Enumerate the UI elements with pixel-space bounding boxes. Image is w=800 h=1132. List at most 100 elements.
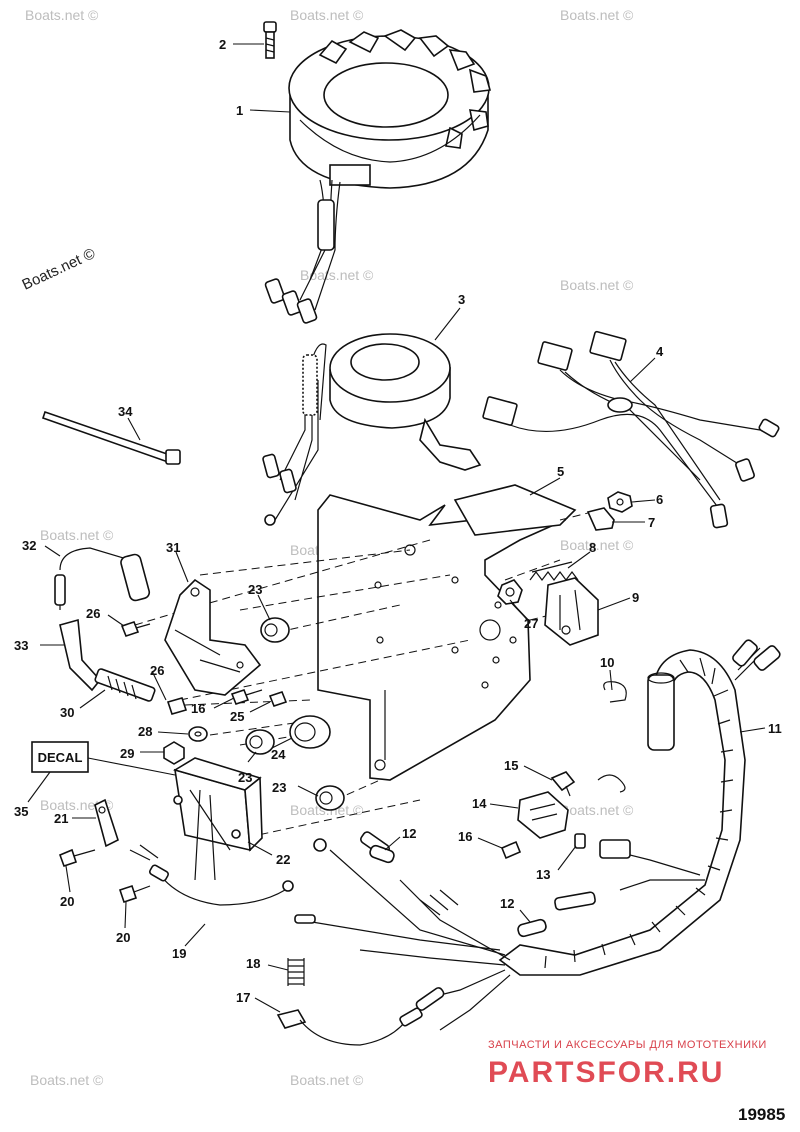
part-screw-16a xyxy=(230,689,263,705)
watermark: Boats.net © xyxy=(560,7,634,23)
part-spark-plug-30 xyxy=(94,668,156,702)
callout-27: 27 xyxy=(524,616,538,631)
callout-14: 14 xyxy=(472,796,487,811)
watermark: Boats.net © xyxy=(30,1072,104,1088)
callout-34: 34 xyxy=(118,404,133,419)
part-plug-lead-32 xyxy=(54,547,151,610)
callout-8: 8 xyxy=(589,540,596,555)
callout-21: 21 xyxy=(54,811,68,826)
watermark: Boats.net © xyxy=(25,7,99,23)
part-screw-20a xyxy=(58,848,96,868)
part-clip-15 xyxy=(550,771,576,797)
callout-29: 29 xyxy=(120,746,134,761)
callout-9: 9 xyxy=(632,590,639,605)
callout-13: 13 xyxy=(536,867,550,882)
watermark: Boats.net © xyxy=(560,802,634,818)
part-coil-bracket-31 xyxy=(164,578,262,696)
callout-16a: 16 xyxy=(191,701,205,716)
callout-35: 35 xyxy=(14,804,28,819)
callout-7: 7 xyxy=(648,515,655,530)
part-sleeve-12a xyxy=(369,844,395,864)
brand-name: PARTSFOR.RU xyxy=(488,1056,724,1089)
part-nut-27 xyxy=(497,579,523,605)
part-ground-lead-19 xyxy=(129,844,294,906)
watermark: Boats.net © xyxy=(290,1072,364,1088)
part-sleeve-12b xyxy=(517,918,547,938)
decal-text: DECAL xyxy=(38,750,83,765)
part-boot-33 xyxy=(59,618,102,692)
watermark: Boats.net © xyxy=(560,537,634,553)
decal-label: DECAL xyxy=(31,741,89,773)
part-connector-14 xyxy=(517,791,569,839)
part-wire-10 xyxy=(597,681,627,793)
part-grommet-23b xyxy=(245,729,275,755)
callout-26a: 26 xyxy=(86,606,100,621)
callout-20b: 20 xyxy=(116,930,130,945)
figure-number: 19985 xyxy=(738,1105,785,1124)
callout-22: 22 xyxy=(276,852,290,867)
part-switch-9 xyxy=(544,577,599,646)
brand-watermark: ЗАПЧАСТИ И АКСЕССУАРЫ ДЛЯ МОТОТЕХНИКИ PA… xyxy=(488,1039,766,1089)
callout-17: 17 xyxy=(236,990,250,1005)
callout-16b: 16 xyxy=(458,829,472,844)
watermark: Boats.net © xyxy=(300,267,374,283)
part-trigger-3 xyxy=(262,333,482,526)
callout-23c: 23 xyxy=(272,780,286,795)
part-bracket-21 xyxy=(94,798,119,848)
callout-26b: 26 xyxy=(150,663,164,678)
callout-12a: 12 xyxy=(402,826,416,841)
callout-1: 1 xyxy=(236,103,243,118)
part-spring-18 xyxy=(287,958,305,986)
callout-5: 5 xyxy=(557,464,564,479)
callout-15: 15 xyxy=(504,758,518,773)
watermark: Boats.net © xyxy=(20,245,98,294)
callout-24: 24 xyxy=(271,747,286,762)
callout-2: 2 xyxy=(219,37,226,52)
callout-4: 4 xyxy=(656,344,664,359)
part-screw-26a xyxy=(120,621,151,637)
part-stator-leads-1 xyxy=(264,179,341,324)
callout-20a: 20 xyxy=(60,894,74,909)
callout-25: 25 xyxy=(230,709,244,724)
part-spring-8 xyxy=(529,561,579,581)
callout-12b: 12 xyxy=(500,896,514,911)
part-stator-1 xyxy=(288,29,492,189)
watermark: Boats.net © xyxy=(290,7,364,23)
part-nut-6 xyxy=(607,491,633,513)
callout-10: 10 xyxy=(600,655,614,670)
part-grommet-23c xyxy=(315,785,345,811)
callout-33: 33 xyxy=(14,638,28,653)
callout-32: 32 xyxy=(22,538,36,553)
callout-19: 19 xyxy=(172,946,186,961)
callout-11: 11 xyxy=(768,721,782,736)
part-screw-20b xyxy=(118,884,151,904)
callout-3: 3 xyxy=(458,292,465,307)
callout-28: 28 xyxy=(138,724,152,739)
part-power-pack-22 xyxy=(173,757,263,881)
assembly-lines xyxy=(134,509,601,841)
part-terminal-13 xyxy=(574,833,586,849)
part-sensor-17 xyxy=(276,1007,423,1046)
part-washer-28 xyxy=(188,726,208,742)
callout-18: 18 xyxy=(246,956,260,971)
part-grommet-23a xyxy=(260,617,290,643)
callout-30: 30 xyxy=(60,705,74,720)
callout-6: 6 xyxy=(656,492,663,507)
part-nut-29 xyxy=(163,741,185,765)
part-screw-25 xyxy=(268,691,288,707)
part-screw-26b xyxy=(166,697,188,715)
callout-23b: 23 xyxy=(238,770,252,785)
part-clip-7 xyxy=(586,507,615,531)
watermark: Boats.net © xyxy=(560,277,634,293)
part-cable-tie-34 xyxy=(41,410,181,465)
callout-23a: 23 xyxy=(248,582,262,597)
part-grommet-24 xyxy=(289,715,331,749)
callout-layer: 2 1 3 4 34 5 6 7 8 9 31 32 23 26 27 33 1… xyxy=(14,37,782,1005)
part-bracket-5 xyxy=(317,484,577,781)
part-main-harness-11 xyxy=(294,639,781,1031)
part-harness-4 xyxy=(482,330,780,529)
watermark: Boats.net © xyxy=(40,527,114,543)
callout-31: 31 xyxy=(166,540,180,555)
part-screw-16b xyxy=(500,840,522,860)
